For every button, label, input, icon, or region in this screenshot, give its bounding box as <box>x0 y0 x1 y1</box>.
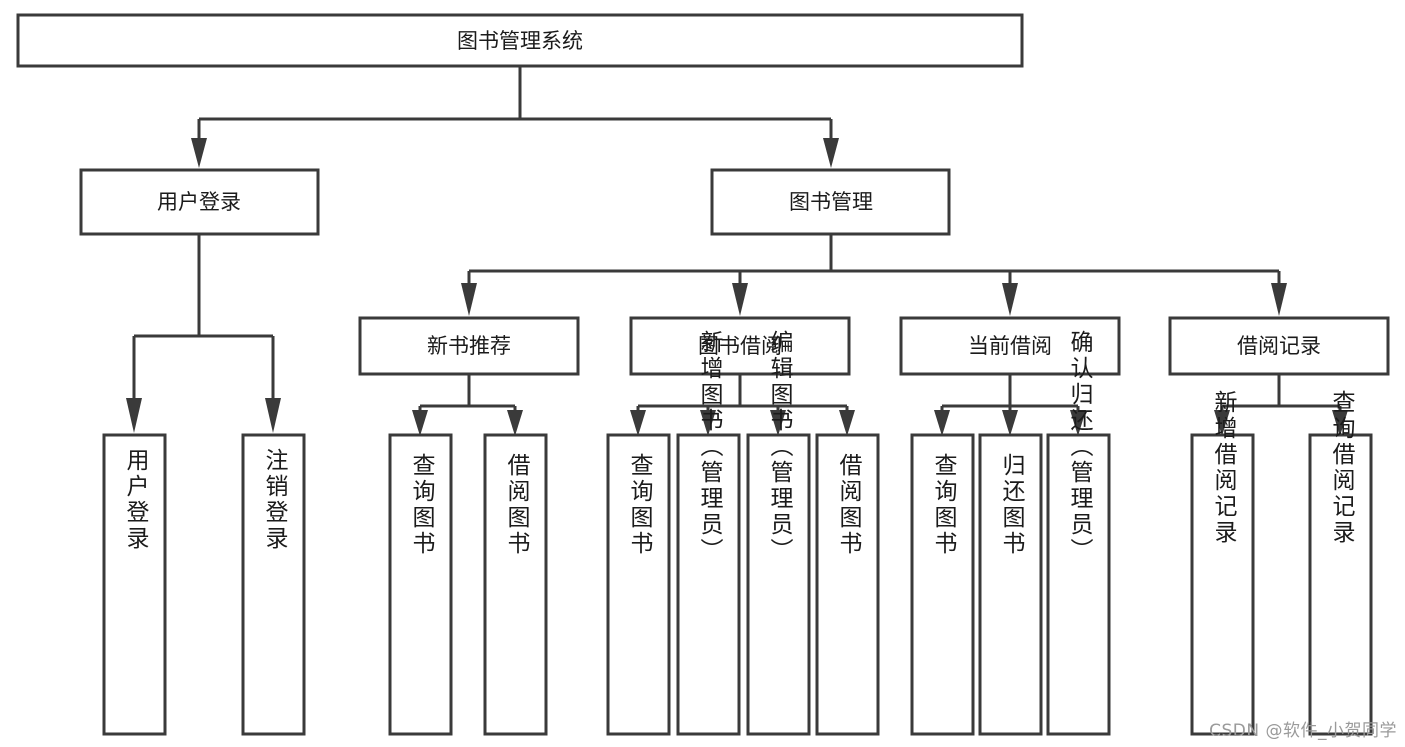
node-root[interactable]: 图书管理系统 <box>16 13 1024 68</box>
node-leaf-borrow-book-2-box[interactable] <box>815 433 880 736</box>
arrow-current-to-leaf2 <box>1002 410 1018 436</box>
arrow-book-manage-to-record <box>1271 283 1287 316</box>
node-user-login[interactable]: 用户登录 <box>79 168 320 236</box>
node-leaf-add-book-box[interactable] <box>676 433 741 736</box>
node-leaf-add-record-box[interactable] <box>1190 433 1255 736</box>
node-leaf-confirm-return[interactable]: 确认归还（管理员） <box>1046 330 1111 736</box>
node-book-manage-label: 图书管理 <box>789 190 873 214</box>
node-leaf-logout-login[interactable]: 注销登录 <box>241 433 306 736</box>
node-leaf-user-login-label: 用户登录 <box>122 448 150 552</box>
node-new-book-recommend[interactable]: 新书推荐 <box>358 316 580 376</box>
node-current-borrow[interactable]: 当前借阅 <box>899 316 1121 376</box>
arrow-current-to-leaf1 <box>934 410 950 436</box>
node-borrow-record-label: 借阅记录 <box>1237 334 1321 358</box>
node-leaf-query-record[interactable]: 查询借阅记录 <box>1308 390 1373 736</box>
node-leaf-query-book-3-label: 查询图书 <box>930 453 958 557</box>
node-leaf-edit-book-box[interactable] <box>746 433 811 736</box>
node-leaf-user-login-box[interactable] <box>102 433 167 736</box>
arrow-record-to-leaf2 <box>1332 410 1348 436</box>
node-leaf-borrow-book-2-label: 借阅图书 <box>835 453 863 557</box>
arrow-current-to-leaf3 <box>1070 410 1086 436</box>
node-leaf-query-record-label: 查询借阅记录 <box>1328 390 1356 546</box>
connector-layer <box>126 66 1348 436</box>
node-book-manage-box[interactable] <box>710 168 951 236</box>
node-book-borrow-label: 图书借阅 <box>698 334 782 358</box>
node-leaf-add-book[interactable]: 新增图书（管理员） <box>676 330 741 736</box>
arrow-user-login-to-leaf1 <box>126 398 142 433</box>
node-leaf-confirm-return-label: 确认归还（管理员） <box>1066 330 1094 564</box>
node-leaf-borrow-book-1-label: 借阅图书 <box>503 453 531 557</box>
node-leaf-query-book-1-label: 查询图书 <box>408 453 436 557</box>
node-root-box[interactable] <box>16 13 1024 68</box>
node-leaf-query-book-2-box[interactable] <box>606 433 671 736</box>
node-leaf-user-login[interactable]: 用户登录 <box>102 433 167 736</box>
arrow-record-to-leaf1 <box>1214 410 1230 436</box>
node-new-book-recommend-label: 新书推荐 <box>427 334 511 358</box>
arrow-borrow-to-leaf1 <box>630 410 646 436</box>
node-leaf-return-book-label: 归还图书 <box>998 453 1026 557</box>
node-book-borrow[interactable]: 图书借阅 <box>629 316 851 376</box>
arrow-book-manage-to-current <box>1002 283 1018 316</box>
node-leaf-query-book-2[interactable]: 查询图书 <box>606 433 671 736</box>
node-leaf-edit-book[interactable]: 编辑图书（管理员） <box>746 330 811 736</box>
arrow-book-manage-to-recommend <box>461 283 477 316</box>
arrow-user-login-to-leaf2 <box>265 398 281 433</box>
node-leaf-borrow-book-1[interactable]: 借阅图书 <box>483 433 548 736</box>
arrow-root-to-book-manage <box>823 138 839 168</box>
node-borrow-record[interactable]: 借阅记录 <box>1168 316 1390 376</box>
node-book-borrow-box[interactable] <box>629 316 851 376</box>
arrow-borrow-to-leaf2 <box>700 410 716 436</box>
node-leaf-query-book-2-label: 查询图书 <box>626 453 654 557</box>
arrow-recommend-to-leaf2 <box>507 410 523 436</box>
arrow-borrow-to-leaf4 <box>839 410 855 436</box>
arrow-root-to-user-login <box>191 138 207 168</box>
node-leaf-query-record-box[interactable] <box>1308 433 1373 736</box>
arrow-book-manage-to-borrow <box>732 283 748 316</box>
node-leaf-add-book-label: 新增图书（管理员） <box>696 330 724 564</box>
node-current-borrow-box[interactable] <box>899 316 1121 376</box>
node-leaf-query-book-3-box[interactable] <box>910 433 975 736</box>
node-leaf-query-book-1[interactable]: 查询图书 <box>388 433 453 736</box>
node-new-book-recommend-box[interactable] <box>358 316 580 376</box>
node-leaf-logout-login-label: 注销登录 <box>261 448 289 552</box>
node-user-login-label: 用户登录 <box>157 190 241 214</box>
arrow-borrow-to-leaf3 <box>770 410 786 436</box>
node-leaf-borrow-book-1-box[interactable] <box>483 433 548 736</box>
arrow-recommend-to-leaf1 <box>412 410 428 436</box>
node-user-login-box[interactable] <box>79 168 320 236</box>
node-leaf-add-record-label: 新增借阅记录 <box>1210 390 1238 546</box>
node-book-manage[interactable]: 图书管理 <box>710 168 951 236</box>
node-leaf-edit-book-label: 编辑图书（管理员） <box>766 330 794 564</box>
node-leaf-borrow-book-2[interactable]: 借阅图书 <box>815 433 880 736</box>
node-current-borrow-label: 当前借阅 <box>968 334 1052 358</box>
node-leaf-query-book-1-box[interactable] <box>388 433 453 736</box>
node-leaf-confirm-return-box[interactable] <box>1046 433 1111 736</box>
node-leaf-logout-login-box[interactable] <box>241 433 306 736</box>
node-leaf-add-record[interactable]: 新增借阅记录 <box>1190 390 1255 736</box>
node-leaf-return-book[interactable]: 归还图书 <box>978 433 1043 736</box>
node-leaf-query-book-3[interactable]: 查询图书 <box>910 433 975 736</box>
node-root-label: 图书管理系统 <box>457 29 583 53</box>
node-leaf-return-book-box[interactable] <box>978 433 1043 736</box>
node-borrow-record-box[interactable] <box>1168 316 1390 376</box>
